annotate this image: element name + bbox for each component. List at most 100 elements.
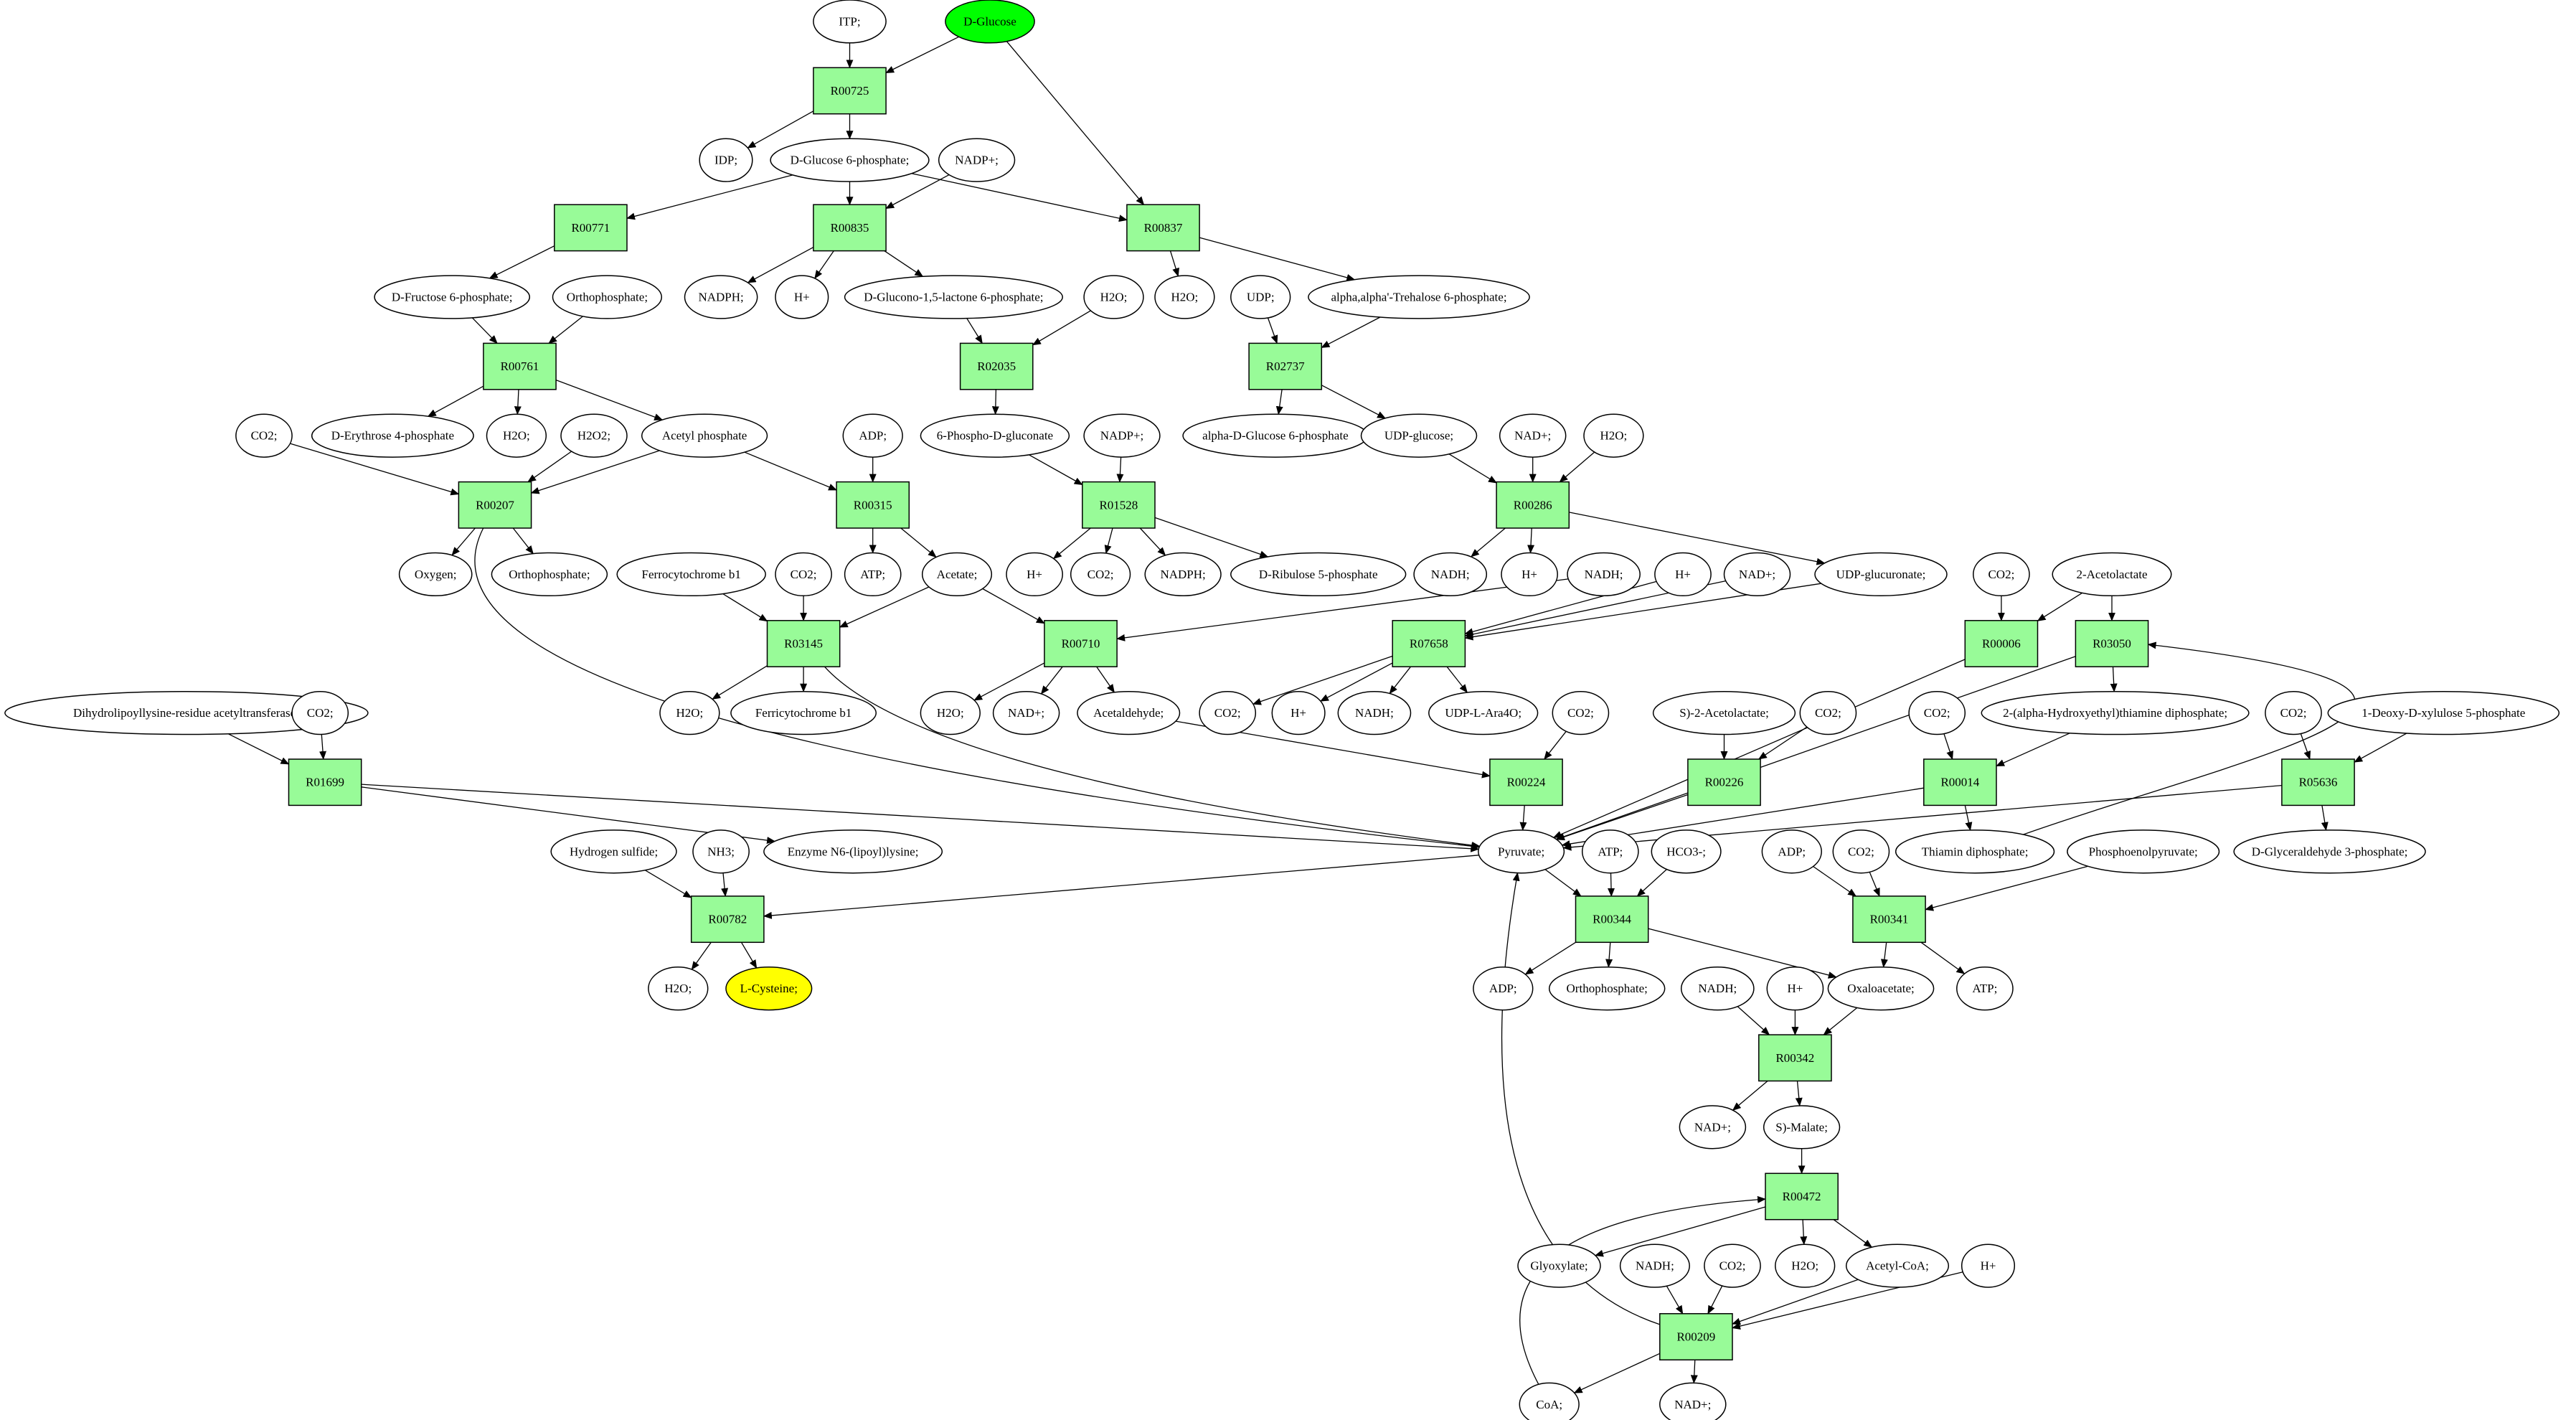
compound-node-acetyl-phosphate[interactable]: Acetyl phosphate [641,413,768,458]
reaction-node-r00472[interactable]: R00472 [1765,1172,1839,1221]
reaction-node-r00837[interactable]: R00837 [1126,204,1200,252]
reaction-node-r00014[interactable]: R00014 [1923,758,1997,807]
reaction-node-r00344[interactable]: R00344 [1575,895,1649,944]
compound-node-glyceraldehyde-3p[interactable]: D-Glyceraldehyde 3-phosphate; [2233,829,2426,874]
compound-node-ribulose-5p[interactable]: D-Ribulose 5-phosphate [1230,552,1407,597]
compound-node-nadh-5[interactable]: NADH; [1619,1243,1690,1288]
compound-node-acetolactate-2[interactable]: 2-Acetolactate [2052,552,2172,597]
reaction-node-r03050[interactable]: R03050 [2075,620,2149,667]
compound-node-h2o-4[interactable]: H2O; [1583,413,1644,458]
compound-node-co2-3[interactable]: CO2; [775,552,832,597]
reaction-node-r00209[interactable]: R00209 [1659,1313,1733,1360]
reaction-node-r02035[interactable]: R02035 [959,342,1034,390]
compound-node-s-malate[interactable]: S)-Malate; [1763,1105,1841,1149]
compound-node-ferrocytochrome[interactable]: Ferrocytochrome b1 [616,552,766,597]
compound-node-nadh-4[interactable]: NADH; [1680,967,1755,1011]
compound-node-d-glucose[interactable]: D-Glucose [945,0,1035,44]
compound-node-d-fructose-6p[interactable]: D-Fructose 6-phosphate; [374,275,531,319]
reaction-node-r00226[interactable]: R00226 [1687,758,1761,807]
compound-node-co2-1[interactable]: CO2; [235,413,293,458]
compound-node-dihydrolipoyllysine[interactable]: Dihydrolipoyllysine-residue acetyltransf… [4,690,369,735]
compound-node-udp-glucuronate[interactable]: UDP-glucuronate; [1814,552,1948,597]
compound-node-co2-7[interactable]: CO2; [1552,690,1610,735]
compound-node-nad-4[interactable]: NAD+; [1679,1105,1747,1149]
compound-node-adp-1[interactable]: ADP; [842,413,903,458]
compound-node-coa[interactable]: CoA; [1519,1382,1580,1420]
compound-node-gluconolactone-6p[interactable]: D-Glucono-1,5-lactone 6-phosphate; [844,275,1063,319]
compound-node-h2o-3[interactable]: H2O; [486,413,547,458]
reaction-node-r00835[interactable]: R00835 [813,204,887,252]
compound-node-acetaldehyde[interactable]: Acetaldehyde; [1077,690,1181,735]
compound-node-nadp-2[interactable]: NADP+; [1083,413,1161,458]
compound-node-orthophosphate-2[interactable]: Orthophosphate; [491,552,608,597]
reaction-node-r00224[interactable]: R00224 [1489,758,1563,807]
compound-node-nadph-2[interactable]: NADPH; [1144,552,1222,597]
compound-node-oxaloacetate[interactable]: Oxaloacetate; [1827,967,1935,1011]
compound-node-nad-5[interactable]: NAD+; [1659,1382,1727,1420]
reaction-node-r05636[interactable]: R05636 [2281,758,2355,807]
compound-node-nh3[interactable]: NH3; [692,829,750,874]
compound-node-oxygen[interactable]: Oxygen; [398,552,473,597]
compound-node-pyruvate[interactable]: Pyruvate; [1478,829,1565,874]
compound-node-h-5[interactable]: H+ [1271,690,1326,735]
compound-node-udp-glucose[interactable]: UDP-glucose; [1360,413,1478,458]
compound-node-alpha-glucose-6p[interactable]: alpha-D-Glucose 6-phosphate [1182,413,1369,458]
reaction-node-r03145[interactable]: R03145 [766,620,841,667]
compound-node-h-7[interactable]: H+ [1961,1243,2016,1288]
compound-node-h2o-5[interactable]: H2O; [659,690,720,735]
compound-node-idp[interactable]: IDP; [699,138,753,182]
compound-node-hydrogen-sulfide[interactable]: Hydrogen sulfide; [550,829,677,874]
reaction-node-r00761[interactable]: R00761 [483,342,557,390]
compound-node-co2-4[interactable]: CO2; [1973,552,2030,597]
compound-node-nadh-2[interactable]: NADH; [1567,552,1641,597]
compound-node-h-2[interactable]: H+ [1006,552,1063,597]
compound-node-nadh-1[interactable]: NADH; [1413,552,1488,597]
reaction-node-r01699[interactable]: R01699 [288,758,362,807]
compound-node-glyoxylate[interactable]: Glyoxylate; [1517,1243,1601,1288]
compound-node-d-glucose-6p[interactable]: D-Glucose 6-phosphate; [770,138,930,182]
compound-node-h2o-6[interactable]: H2O; [920,690,981,735]
compound-node-nad-1[interactable]: NAD+; [1499,413,1567,458]
reaction-node-r00771[interactable]: R00771 [554,204,628,252]
compound-node-h2o-8[interactable]: H2O; [1775,1243,1836,1288]
compound-node-acetyl-coa[interactable]: Acetyl-CoA; [1845,1243,1950,1288]
reaction-node-r00286[interactable]: R00286 [1496,481,1570,529]
reaction-node-r00006[interactable]: R00006 [1964,620,2039,667]
compound-node-nad-2[interactable]: NAD+; [1723,552,1791,597]
compound-node-co2-2[interactable]: CO2; [1070,552,1131,597]
reaction-node-r07658[interactable]: R07658 [1392,620,1466,667]
compound-node-nadh-3[interactable]: NADH; [1337,690,1412,735]
compound-node-udp-ara4o[interactable]: UDP-L-Ara4O; [1428,690,1539,735]
compound-node-co2-9[interactable]: CO2; [1908,690,1966,735]
reaction-node-r00315[interactable]: R00315 [836,481,910,529]
compound-node-atp-2[interactable]: ATP; [1581,829,1639,874]
compound-node-co2-5[interactable]: CO2; [1199,690,1257,735]
compound-node-h-3[interactable]: H+ [1501,552,1558,597]
reaction-node-r00207[interactable]: R00207 [458,481,532,529]
reaction-node-r00725[interactable]: R00725 [813,67,887,115]
compound-node-h-6[interactable]: H+ [1766,967,1824,1011]
compound-node-deoxy-xylulose-5p[interactable]: 1-Deoxy-D-xylulose 5-phosphate [2327,690,2560,735]
compound-node-ferricytochrome[interactable]: Ferricytochrome b1 [730,690,877,735]
compound-node-co2-10[interactable]: CO2; [2265,690,2322,735]
compound-node-co2-12[interactable]: CO2; [1704,1243,1761,1288]
compound-node-atp-1[interactable]: ATP; [844,552,902,597]
reaction-node-r02737[interactable]: R02737 [1248,342,1323,390]
compound-node-adp-2[interactable]: ADP; [1761,829,1822,874]
compound-node-phospho-gluconate[interactable]: 6-Phospho-D-gluconate [920,413,1070,458]
compound-node-phosphoenolpyruvate[interactable]: Phosphoenolpyruvate; [2067,829,2220,874]
reaction-node-r00342[interactable]: R00342 [1758,1034,1832,1082]
compound-node-atp-3[interactable]: ATP; [1956,967,2014,1011]
compound-node-udp[interactable]: UDP; [1230,275,1291,319]
compound-node-adp-3[interactable]: ADP; [1473,967,1534,1011]
compound-node-co2-8[interactable]: CO2; [1799,690,1857,735]
reaction-node-r00341[interactable]: R00341 [1852,895,1926,944]
compound-node-trehalose-6p[interactable]: alpha,alpha'-Trehalose 6-phosphate; [1308,275,1530,319]
compound-node-h2o-7[interactable]: H2O; [648,967,709,1011]
compound-node-orthophosphate-3[interactable]: Orthophosphate; [1548,967,1666,1011]
compound-node-hco3[interactable]: HCO3-; [1651,829,1722,874]
compound-node-itp[interactable]: ITP; [813,0,887,44]
compound-node-lipoyllysine[interactable]: Enzyme N6-(lipoyl)lysine; [763,829,943,874]
compound-node-thiamin-diphosphate[interactable]: Thiamin diphosphate; [1895,829,2055,874]
compound-node-nadph-1[interactable]: NADPH; [684,275,758,319]
